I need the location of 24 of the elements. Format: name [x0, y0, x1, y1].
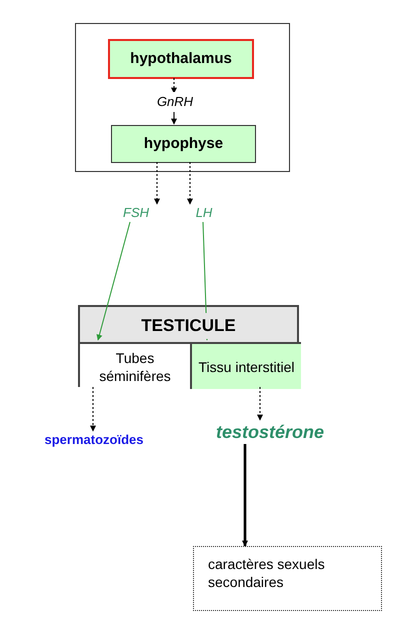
box [75, 23, 290, 172]
arrow [257, 386, 263, 421]
arrow [154, 162, 160, 205]
node-text: FSH [123, 204, 149, 222]
organ-box [78, 305, 299, 387]
arrow [242, 444, 248, 547]
node-text: hypophyse [144, 134, 224, 154]
tissue-box [190, 342, 301, 389]
node-text: caractères sexuels secondaires [208, 556, 325, 590]
node-text: LH [196, 204, 212, 222]
process-box [111, 125, 256, 163]
effect-box [193, 546, 382, 611]
node-text: testostérone [216, 420, 324, 444]
node-text: spermatozoïdes [44, 431, 144, 450]
tissue-box [80, 342, 190, 389]
arrow [171, 78, 177, 94]
arrow [187, 162, 193, 205]
node-text: GnRH [156, 92, 194, 112]
process-box [108, 39, 254, 79]
arrow [90, 386, 96, 432]
arrow [96, 222, 130, 341]
heading: TESTICULE [141, 313, 236, 338]
arrow [202, 222, 210, 341]
node-text: hypothalamus [130, 48, 232, 69]
